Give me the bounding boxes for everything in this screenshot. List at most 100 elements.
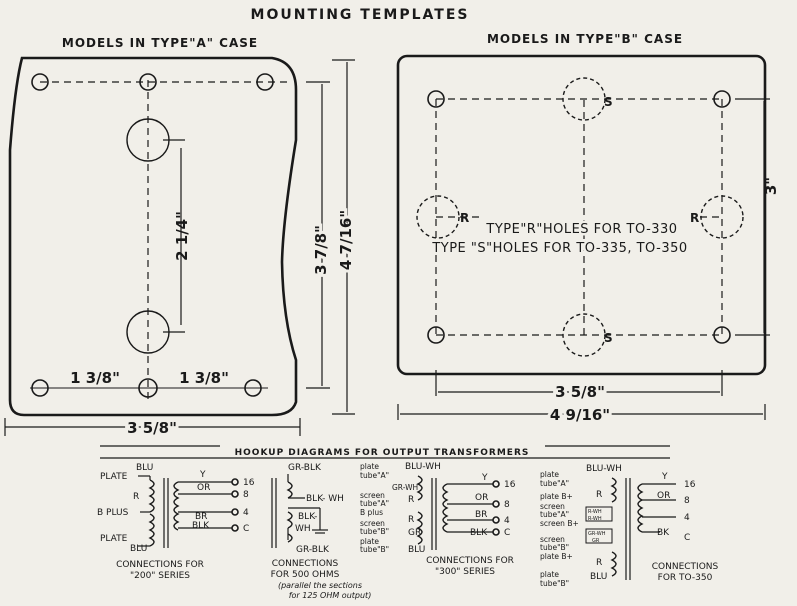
label-plate-b-plus: plate B+: [540, 492, 573, 501]
label-r-top: R: [408, 495, 414, 505]
label-blu-bottom: BLU: [130, 544, 147, 554]
dim-label-b-width-outer: 4 9/16": [550, 406, 610, 424]
label-blk: BLK: [470, 528, 488, 538]
type-a-hole: [139, 73, 157, 91]
label-blu-top: BLU: [136, 463, 153, 473]
type-a-hole: [244, 379, 262, 397]
label-b-plus: B PLUS: [97, 508, 129, 518]
label-or: OR: [197, 483, 210, 493]
label-br: BR: [195, 512, 207, 522]
label-y: Y: [199, 470, 206, 480]
label-r-top: R: [596, 490, 602, 500]
dim-label-center: 2 1/4": [173, 211, 191, 261]
label-blk-wh: BLK- WH: [306, 494, 344, 504]
label-blu-wh: BLU-WH: [586, 464, 622, 474]
label-4: 4: [243, 508, 249, 518]
label-blu: BLU: [590, 572, 607, 582]
label-plate-b-1: plate: [360, 537, 379, 546]
caption-200-line2: "200" SERIES: [130, 571, 190, 581]
label-sw-2: R-WH: [588, 516, 602, 522]
label-or: OR: [475, 493, 488, 503]
caption-500-line4: for 125 OHM output): [289, 591, 372, 600]
terminal-4: [492, 516, 500, 524]
label-4: 4: [684, 513, 690, 523]
hookup-diagrams: HOOKUP DIAGRAMS FOR OUTPUT TRANSFORMERS …: [97, 445, 719, 600]
terminal-16: [231, 478, 239, 486]
terminal-c: [231, 524, 239, 532]
label-plate-a-1: plate: [540, 470, 559, 479]
label-br: BR: [475, 510, 487, 520]
label-gr-wh: GR-WH: [392, 483, 418, 492]
diagram-300-series: plate tube"A" BLU-WH GR-WH R screen tube…: [360, 462, 516, 577]
label-r-right: R: [690, 211, 700, 225]
dim-label-b-height: 3": [762, 177, 780, 195]
note-type-r-holes: TYPE"R"HOLES FOR TO-330: [485, 222, 677, 237]
label-screen-a-1: screen: [540, 502, 565, 511]
label-16: 16: [243, 478, 255, 488]
type-b-case-outline: [396, 54, 767, 376]
label-r-bottom: R: [596, 558, 602, 568]
label-c: C: [684, 533, 690, 543]
label-bk: BK: [657, 528, 670, 538]
type-b-s-hole: [562, 313, 606, 357]
type-a-heading: MODELS IN TYPE"A" CASE: [62, 36, 258, 50]
label-8: 8: [243, 490, 249, 500]
label-r-left: R: [460, 211, 470, 225]
terminal-8: [492, 500, 500, 508]
page-title: MOUNTING TEMPLATES: [251, 7, 470, 23]
type-a-hole: [31, 73, 49, 91]
winding-box-b: [585, 528, 613, 544]
terminal-8: [231, 490, 239, 498]
label-screen-a-1: screen: [360, 491, 385, 500]
label-plate-b-1: plate: [540, 570, 559, 579]
type-a-template: MODELS IN TYPE"A" CASE 2 1/4" 1 3/8" 1 3…: [4, 36, 358, 440]
type-b-r-hole: [700, 195, 744, 239]
label-gr: GR: [408, 528, 421, 538]
label-or: OR: [657, 491, 670, 501]
label-screen-b-2: tube"B": [360, 527, 389, 536]
label-16: 16: [684, 480, 696, 490]
terminal-c: [492, 528, 500, 536]
caption-500-line3: (parallel the sections: [278, 581, 362, 590]
label-screen-a-2: tube"A": [540, 510, 569, 519]
type-b-hole: [427, 90, 445, 108]
label-gr-wh: GR-WH: [588, 531, 606, 537]
diagram-500-ohms: GR-BLK BLK- WH BLK- WH GR-BLK CONNECTION…: [271, 463, 372, 600]
label-c: C: [504, 528, 510, 538]
type-a-case-outline: [8, 56, 298, 417]
label-plate-b-plus-2: plate B+: [540, 552, 573, 561]
label-y: Y: [661, 472, 668, 482]
caption-500-line2: FOR 500 OHMS: [271, 570, 340, 580]
label-plate-b-2: tube"B": [540, 579, 569, 588]
dim-label-span-right: 1 3/8": [179, 369, 229, 387]
type-b-hole: [713, 90, 731, 108]
label-screen-b-1: screen: [360, 519, 385, 528]
label-16: 16: [504, 480, 516, 490]
hookup-heading: HOOKUP DIAGRAMS FOR OUTPUT TRANSFORMERS: [235, 448, 530, 458]
winding-box-a: [585, 506, 613, 522]
dim-label-height-outer: 4 7/16": [337, 210, 355, 270]
type-b-heading: MODELS IN TYPE"B" CASE: [487, 32, 683, 46]
type-b-hole: [713, 326, 731, 344]
label-plate-top: PLATE: [100, 472, 128, 482]
note-type-s-holes: TYPE "S"HOLES FOR TO-335, TO-350: [431, 241, 687, 256]
label-plate-a-2: tube"A": [360, 471, 389, 480]
label-gr-blk-top: GR-BLK: [288, 463, 322, 473]
label-blk: BLK: [192, 521, 210, 531]
label-screen-b-plus: screen B+: [540, 519, 579, 528]
caption-350-line1: CONNECTIONS: [652, 562, 719, 572]
terminal-16: [492, 480, 500, 488]
label-gr-blk-bottom: GR-BLK: [296, 545, 330, 555]
type-b-hole: [427, 326, 445, 344]
label-screen-b-2: tube"B": [540, 543, 569, 552]
label-4: 4: [504, 516, 510, 526]
dim-label-span-left: 1 3/8": [70, 369, 120, 387]
label-screen-a-2: tube"A": [360, 499, 389, 508]
label-plate-bottom: PLATE: [100, 534, 128, 544]
label-gr: GR: [592, 538, 600, 544]
dim-label-b-width-inner: 3 5/8": [555, 383, 605, 401]
caption-350-line2: FOR TO-350: [658, 573, 713, 583]
diagram-to-350: plate tube"A" BLU-WH R plate B+ screen t…: [540, 464, 719, 588]
label-plate-b-2: tube"B": [360, 545, 389, 554]
